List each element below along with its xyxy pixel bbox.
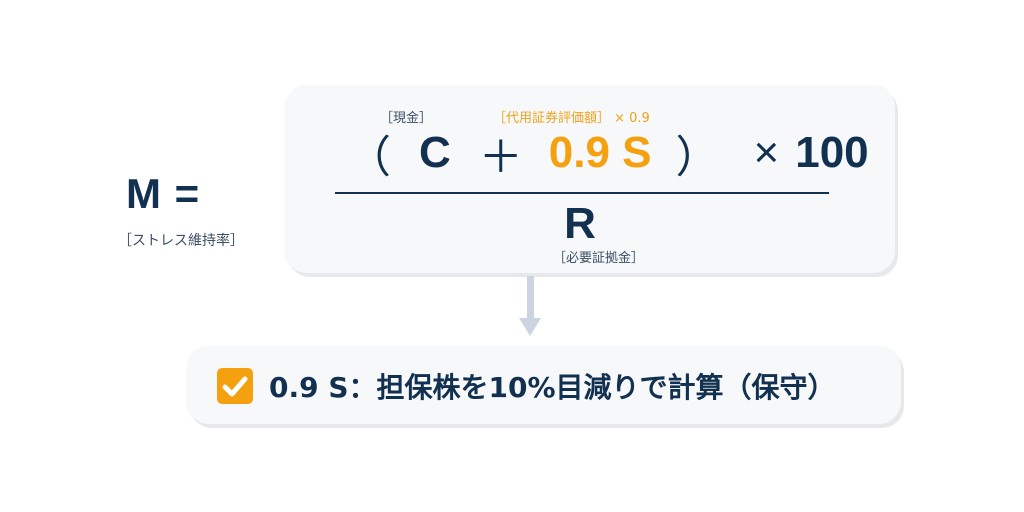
securities-annotation: ［代用証券評価額］ × 0.9 (493, 111, 650, 126)
down-arrow-head-icon (519, 318, 541, 336)
close-paren: ） (675, 133, 720, 182)
multiplier: 100 (795, 128, 869, 177)
open-paren: （ (347, 133, 391, 182)
note-card: 0.9 S：担保株を10%目減りで計算（保守） (187, 346, 901, 424)
numerator: （ C ＋ 0.9 S ） × 100 (347, 125, 869, 182)
checkmark-icon (222, 376, 248, 397)
maintenance-ratio-symbol: M = (126, 170, 201, 217)
cash-annotation: ［現金］ (380, 111, 433, 126)
note-text: 0.9 S：担保株を10%目減りで計算（保守） (269, 371, 836, 404)
checkbox-icon (217, 368, 253, 404)
cash-symbol: C (419, 128, 451, 177)
plus-operator: ＋ (478, 133, 523, 182)
fraction-line (335, 192, 829, 194)
maintenance-ratio-label: ［ストレス維持率］ (118, 233, 244, 249)
required-margin-symbol: R (564, 199, 596, 248)
securities-term: 0.9 S (548, 128, 652, 177)
times-operator: × (753, 128, 780, 177)
formula-card: ［現金］ ［代用証券評価額］ × 0.9 （ C ＋ 0.9 S ） × 100… (285, 85, 895, 273)
down-arrow-icon (527, 276, 534, 320)
required-margin-annotation: ［必要証拠金］ (553, 251, 645, 266)
